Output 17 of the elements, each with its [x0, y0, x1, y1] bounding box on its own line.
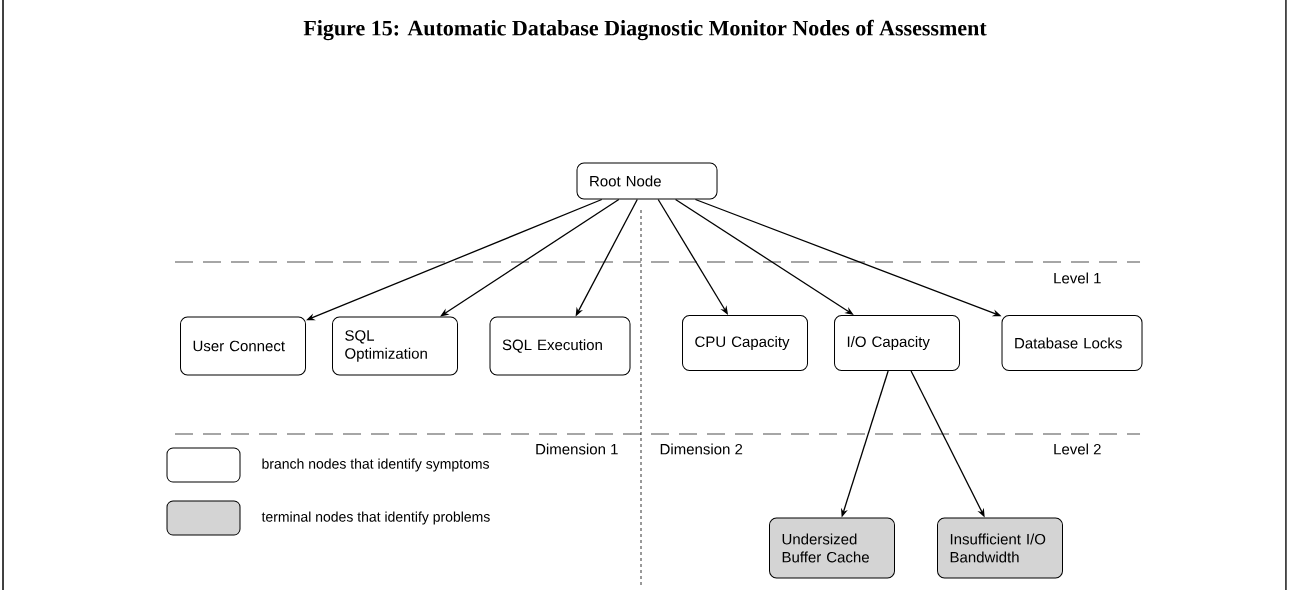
- legend-text: terminal nodes that identify problems: [261, 511, 490, 525]
- branch-node-box: I/O Capacity: [834, 315, 960, 371]
- terminal-node-box: Undersized Buffer Cache: [769, 517, 895, 579]
- level-label: Level 1: [1054, 272, 1101, 284]
- branch-node-box: CPU Capacity: [682, 315, 808, 371]
- root-node-box: Root Node: [576, 162, 718, 200]
- branch-node-box: SQL Execution: [489, 316, 631, 376]
- level-label: Dimension 2: [660, 443, 743, 455]
- level-label: Dimension 1: [536, 443, 618, 455]
- level-label: Level 2: [1054, 443, 1101, 455]
- legend-text: branch nodes that identify symptoms: [262, 458, 489, 472]
- terminal-node-box: Insufficient I/O Bandwidth: [937, 517, 1063, 579]
- branch-node-box: Database Locks: [1001, 315, 1143, 371]
- title: Figure 15: Automatic Database Diagnostic Monitor Nodes of Assessment: [303, 19, 987, 41]
- arrow: [440, 198, 620, 317]
- branch-node-box: User Connect: [180, 316, 306, 376]
- branch-node-box: SQL Optimization: [332, 316, 458, 376]
